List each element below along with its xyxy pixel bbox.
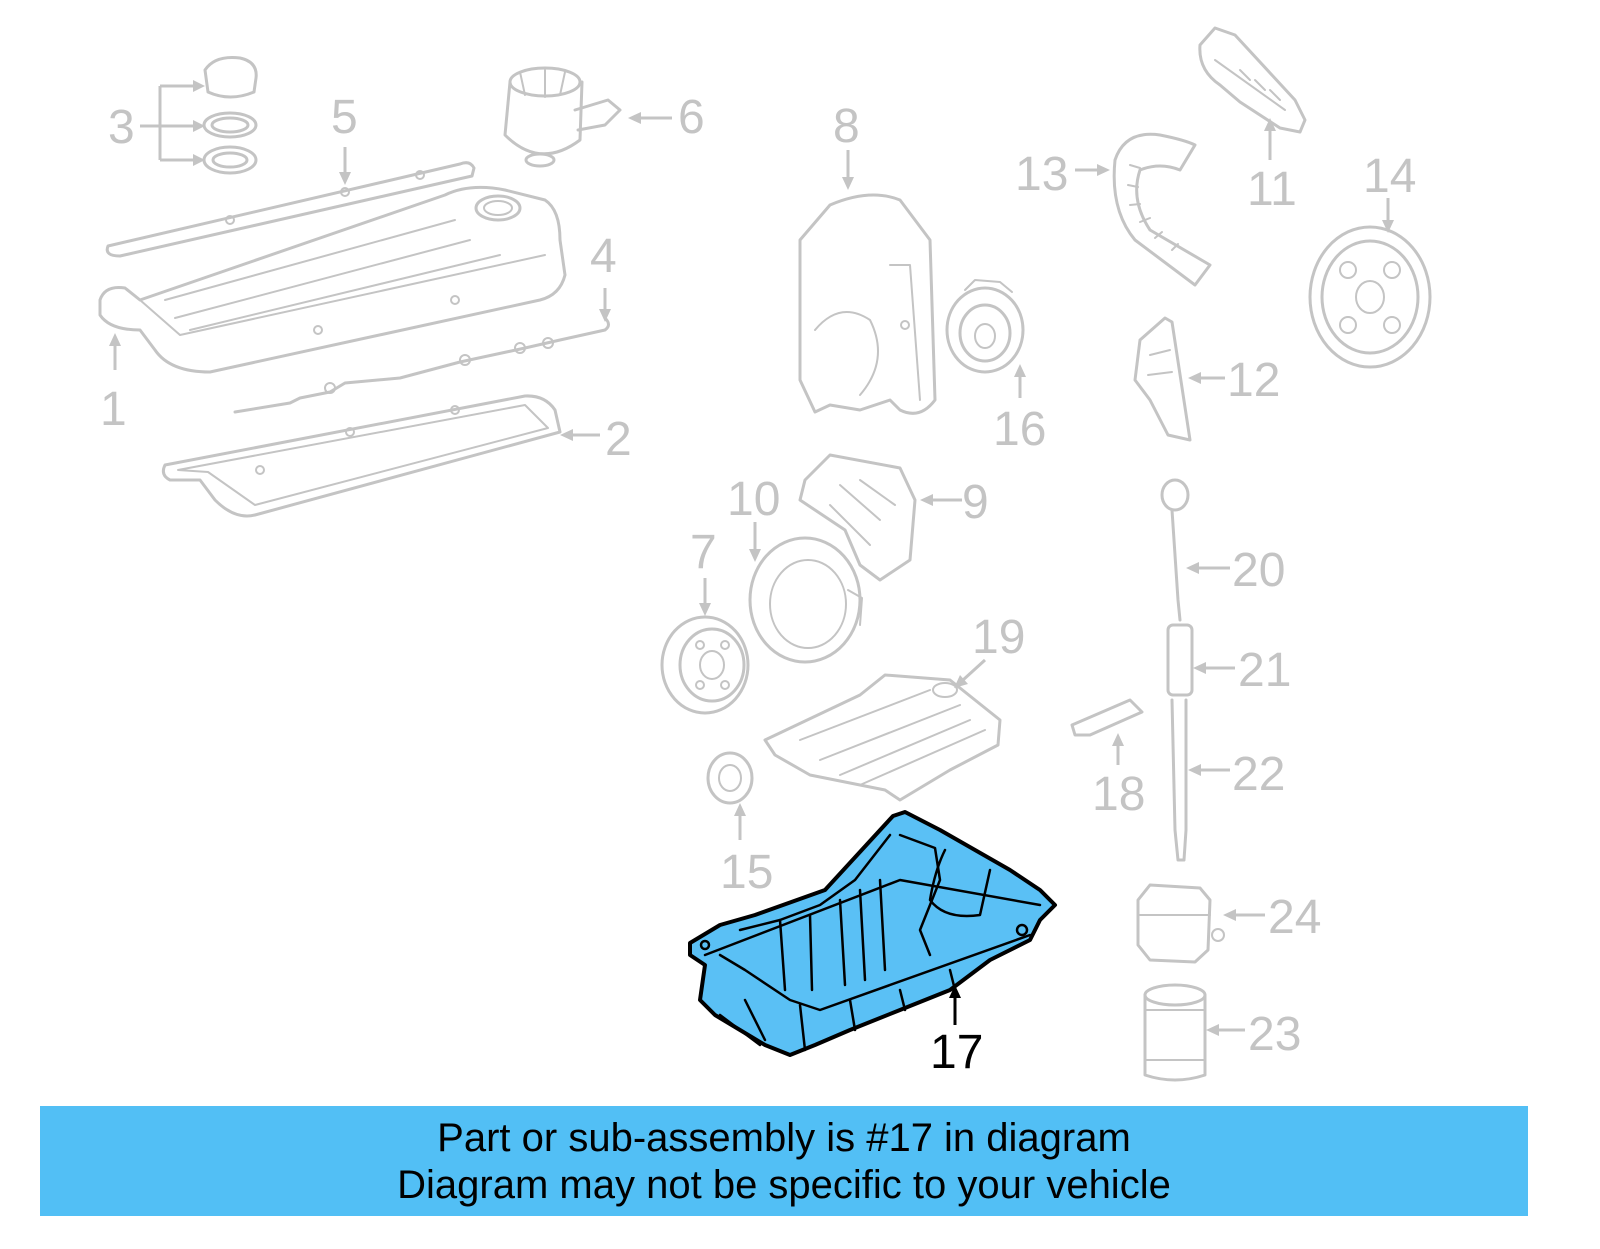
part-7-crankshaft-pulley: [660, 615, 750, 715]
part-15-crankshaft-sprocket: [706, 751, 754, 805]
part-17-oil-pan-highlighted: [688, 810, 1057, 1057]
callout-20: 20: [1232, 544, 1285, 597]
part-1-valve-cover: [98, 185, 567, 374]
info-banner: Part or sub-assembly is #17 in diagram D…: [40, 1106, 1528, 1216]
part-9-timing-rear-bracket: [798, 453, 917, 582]
part-4-gasket: [233, 316, 610, 414]
part-21-dipstick-seal: [1166, 623, 1194, 697]
part-6-oil-filter-housing: [503, 66, 622, 168]
callout-13: 13: [1015, 148, 1068, 201]
part-24-oil-cooler: [1136, 883, 1225, 964]
callout-17: 17: [930, 1026, 983, 1079]
part-2-lower-gasket: [161, 394, 562, 518]
part-14-camshaft-sprocket: [1308, 225, 1432, 369]
callout-15: 15: [720, 846, 773, 899]
callout-18: 18: [1092, 768, 1145, 821]
callout-3: 3: [108, 101, 135, 154]
callout-6: 6: [678, 91, 705, 144]
callout-19: 19: [972, 611, 1025, 664]
callout-8: 8: [833, 100, 860, 153]
callout-16: 16: [993, 403, 1046, 456]
part-5-valve-cover-gasket: [105, 161, 476, 258]
part-19-oil-baffle: [763, 673, 1002, 802]
part-18-sealant-tube: [1070, 698, 1144, 737]
callout-14: 14: [1363, 150, 1416, 203]
callout-2: 2: [605, 413, 632, 466]
part-8-timing-belt-cover: [798, 193, 937, 415]
part-11-upper-timing-cover: [1198, 26, 1307, 134]
part-22-dipstick-guide: [1170, 698, 1188, 862]
part-12-rear-cover: [1133, 316, 1192, 442]
part-16-tensioner-pulley: [945, 279, 1025, 374]
callout-1: 1: [100, 383, 127, 436]
callout-9: 9: [962, 476, 989, 529]
part-20-dipstick-tube: [1160, 478, 1190, 622]
part-3-oil-filler-cap: [202, 56, 258, 175]
banner-line-disclaimer: Diagram may not be specific to your vehi…: [397, 1163, 1171, 1207]
banner-line-part: Part or sub-assembly is #17 in diagram: [437, 1116, 1131, 1160]
callout-3-leader: [140, 80, 205, 166]
part-23-oil-filter: [1143, 983, 1207, 1082]
callout-7: 7: [690, 526, 717, 579]
part-10-engine-plate: [748, 536, 863, 664]
callout-21: 21: [1238, 644, 1291, 697]
callout-24: 24: [1268, 891, 1321, 944]
callout-5: 5: [331, 91, 358, 144]
callout-22: 22: [1232, 748, 1285, 801]
callout-4: 4: [590, 230, 617, 283]
part-13-timing-belt: [1112, 132, 1212, 287]
callout-11: 11: [1247, 163, 1297, 216]
callout-23: 23: [1248, 1008, 1301, 1061]
callout-12: 12: [1227, 354, 1280, 407]
callout-10: 10: [727, 473, 780, 526]
